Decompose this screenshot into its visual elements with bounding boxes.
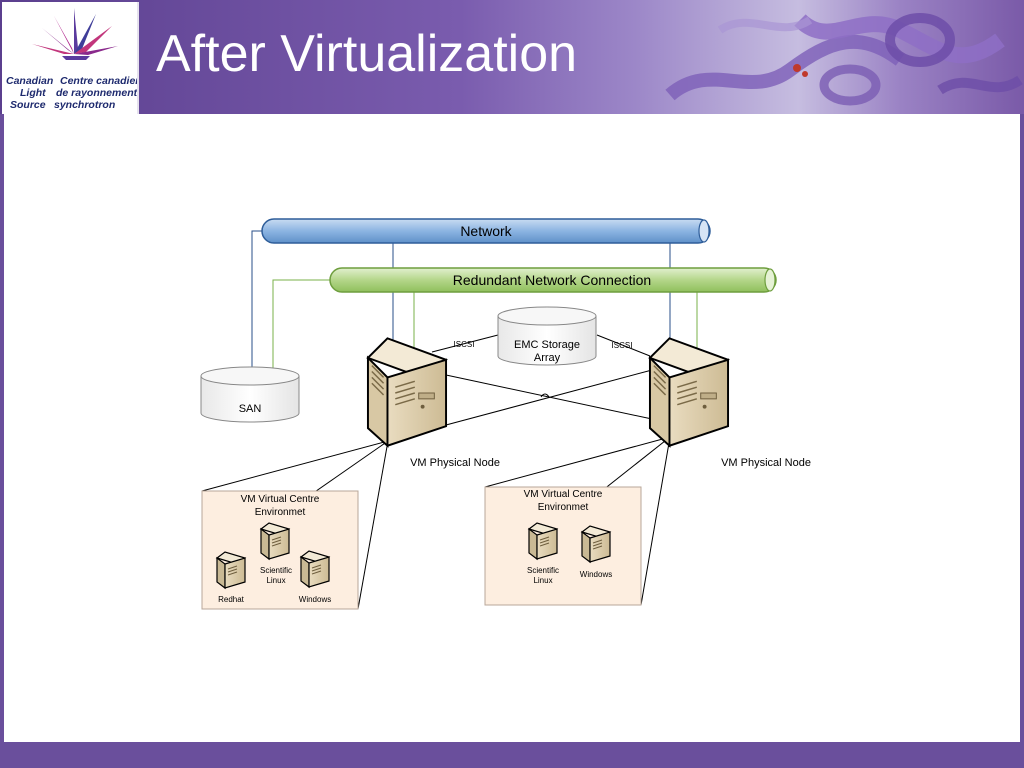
redundant-network-label: Redundant Network Connection <box>453 272 651 288</box>
env-right-title-line1: VM Virtual Centre <box>524 489 603 500</box>
server-icon-right-node <box>648 337 730 447</box>
vm-scientific-linux-label-line2: Linux <box>266 576 285 585</box>
vm-windows-label: Windows <box>299 595 331 604</box>
node-right-label: VM Physical Node <box>721 457 811 469</box>
redundant-network-pipe: Redundant Network Connection <box>329 267 777 293</box>
footer-bar <box>0 742 1024 768</box>
slide-title: After Virtualization <box>156 25 578 83</box>
vm-environment-right: VM Virtual Centre Environmet Scientific … <box>484 486 642 606</box>
vm-scientific-linux-label-line2: Linux <box>533 576 552 585</box>
protein-ribbon-art <box>665 13 1023 106</box>
node-left-label: VM Physical Node <box>410 457 500 469</box>
network-diagram: Network Redundant Network Connection EMC… <box>200 218 811 610</box>
env-right-title-line2: Environmet <box>538 502 589 513</box>
env-left-title-line1: VM Virtual Centre <box>241 494 320 505</box>
vm-scientific-linux-label-line1: Scientific <box>527 566 559 575</box>
env-left-title-line2: Environmet <box>255 507 306 518</box>
vm-windows-label: Windows <box>580 570 612 579</box>
vm-redhat-label: Redhat <box>218 595 245 604</box>
emc-label-line1: EMC Storage <box>514 339 580 351</box>
server-icon-windows <box>300 550 330 588</box>
network-pipe: Network <box>261 218 711 244</box>
san-storage: SAN <box>200 366 300 423</box>
logo-fr-line1: Centre canadien <box>60 75 137 87</box>
slide-content: Network Redundant Network Connection EMC… <box>4 114 1020 742</box>
cls-logo-mark: Canadian Centre canadien Light de rayonn… <box>6 8 142 111</box>
emc-storage-array: EMC Storage Array <box>497 306 597 366</box>
cls-logo: Canadian Centre canadien Light de rayonn… <box>2 2 142 114</box>
logo-burst-icon <box>32 8 118 60</box>
network-label: Network <box>460 223 512 239</box>
iscsi-right-label: ISCSI <box>612 341 633 350</box>
server-icon-windows <box>581 525 611 563</box>
logo-fr-line2: de rayonnement <box>56 87 137 99</box>
vm-scientific-linux-label-line1: Scientific <box>260 566 292 575</box>
vm-environment-left: VM Virtual Centre Environmet Redhat Scie… <box>201 490 359 610</box>
logo-en-line1: Canadian <box>6 75 53 87</box>
server-icon-redhat <box>216 551 246 589</box>
server-icon-scientific-linux <box>528 522 558 560</box>
logo-en-line2: Light <box>20 87 46 99</box>
server-icon-left-node <box>366 337 448 447</box>
logo-en-line3: Source <box>10 99 46 111</box>
header-banner: Canadian Centre canadien Light de rayonn… <box>0 0 1024 114</box>
server-icon-scientific-linux <box>260 522 290 560</box>
san-label: SAN <box>239 403 262 415</box>
logo-fr-line3: synchrotron <box>54 99 115 111</box>
iscsi-left-label: ISCSI <box>454 340 475 349</box>
emc-label-line2: Array <box>534 352 561 364</box>
